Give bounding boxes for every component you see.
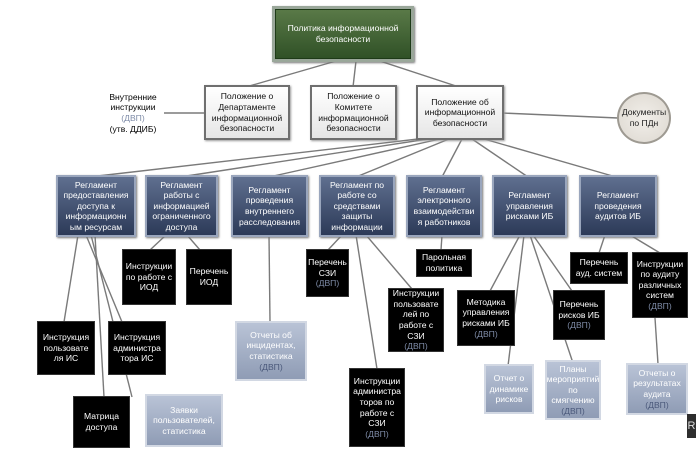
regulation-edo-node: Регламент электронного взаимодействи я р… (406, 175, 482, 237)
side-panel-handle[interactable]: R (687, 414, 696, 438)
doc-iod-instructions-label: Инструкции по работе с ИОД (125, 261, 173, 293)
doc-access-matrix: Матрица доступа (73, 396, 130, 448)
regulation-edo-label: Регламент электронного взаимодействи я р… (413, 184, 475, 227)
report-audit-results: Отчеты о результатах аудита (ДВП) (626, 363, 688, 415)
doc-szi-list: Перечень СЗИ (ДВП) (306, 249, 349, 297)
internal-instructions-label: Внутренние инструкции (ДВП) (утв. ДДИБ) (96, 86, 170, 140)
doc-szi-list-label: Перечень СЗИ (308, 257, 347, 278)
report-user-requests: Заявки пользователей, статистика (145, 394, 223, 447)
doc-is-admin-instruction-label: Инструкция администра тора ИС (113, 332, 161, 364)
doc-audit-instructions-dvp-tag: (ДВП) (648, 300, 672, 311)
doc-szi-user-instructions-dvp-tag: (ДВП) (404, 341, 428, 352)
doc-access-matrix-label: Матрица доступа (83, 411, 120, 432)
doc-szi-admin-instructions-label: Инструкции администра торов по работе с … (353, 375, 401, 429)
doc-audit-systems-list-label: Перечень ауд. систем (575, 257, 623, 278)
report-audit-results-label: Отчеты о результатах аудита (633, 367, 681, 399)
report-risk-dynamics-label: Отчет о динамике рисков (489, 373, 529, 405)
report-mitigation-plans-dvp-tag: (ДВП) (561, 405, 585, 416)
internal-instructions-line3: (утв. ДДИБ) (109, 123, 157, 134)
report-incidents-label: Отчеты об инцидентах, статистика (246, 329, 296, 361)
position-staff-label: Положение об информационной безопасности (424, 96, 496, 128)
report-user-requests-label: Заявки пользователей, статистика (153, 404, 215, 436)
regulation-szi-node: Регламент по работе со средствами защиты… (319, 175, 395, 237)
position-staff-node: Положение об информационной безопасности (416, 85, 504, 140)
doc-szi-user-instructions-label: Инструкции пользовате лей по работе с СЗ… (392, 288, 440, 341)
doc-risk-list: Перечень рисков ИБ (ДВП) (553, 290, 605, 340)
doc-is-admin-instruction: Инструкция администра тора ИС (108, 321, 166, 375)
pdn-documents-label: Документы по ПДн (621, 107, 667, 128)
doc-risk-methodology-dvp-tag: (ДВП) (474, 328, 498, 339)
doc-iod-list-label: Перечень ИОД (189, 266, 229, 287)
position-committee-node: Положение о Комитете информационной безо… (310, 85, 397, 140)
doc-iod-list: Перечень ИОД (186, 249, 232, 305)
position-committee-label: Положение о Комитете информационной безо… (318, 91, 389, 134)
doc-audit-systems-list: Перечень ауд. систем (570, 252, 628, 284)
regulation-risk-label: Регламент управления рисками ИБ (505, 190, 554, 222)
regulation-audit-label: Регламент проведения аудитов ИБ (594, 190, 642, 222)
report-mitigation-plans: Планы мероприятий по смягчению (ДВП) (545, 360, 601, 420)
regulation-szi-label: Регламент по работе со средствами защиты… (329, 179, 385, 232)
report-mitigation-plans-label: Планы мероприятий по смягчению (546, 363, 600, 406)
internal-instructions-dvp-tag: (ДВП) (121, 113, 145, 123)
doc-szi-user-instructions: Инструкции пользовате лей по работе с СЗ… (388, 288, 444, 352)
regulation-risk-node: Регламент управления рисками ИБ (492, 175, 567, 237)
report-incidents: Отчеты об инцидентах, статистика (ДВП) (235, 321, 307, 381)
regulation-audit-node: Регламент проведения аудитов ИБ (579, 175, 657, 237)
regulation-restricted-node: Регламент работы с информацией ограничен… (145, 175, 218, 237)
report-audit-results-dvp-tag: (ДВП) (645, 399, 669, 410)
report-risk-dynamics: Отчет о динамике рисков (484, 364, 534, 414)
doc-risk-list-label: Перечень рисков ИБ (558, 299, 600, 320)
regulation-access-label: Регламент предоставления доступа к инфор… (63, 179, 129, 232)
doc-password-policy: Парольная политика (416, 249, 472, 277)
regulation-access-node: Регламент предоставления доступа к инфор… (56, 175, 136, 237)
doc-risk-methodology-label: Методика управления рисками ИБ (462, 296, 510, 328)
doc-audit-instructions: Инструкции по аудиту различных систем (Д… (632, 252, 688, 318)
policy-root-label: Политика информационной безопасности (287, 23, 399, 44)
regulation-investigation-label: Регламент проведения внутреннего расслед… (239, 184, 300, 227)
doc-iod-instructions: Инструкции по работе с ИОД (122, 249, 176, 305)
position-department-label: Положение о Департаменте информационной … (211, 91, 283, 134)
doc-szi-admin-instructions: Инструкции администра торов по работе с … (349, 368, 405, 447)
doc-password-policy-label: Парольная политика (422, 252, 466, 273)
position-department-node: Положение о Департаменте информационной … (204, 85, 290, 140)
policy-root-node: Политика информационной безопасности (272, 6, 414, 62)
doc-szi-admin-instructions-dvp-tag: (ДВП) (365, 428, 389, 439)
regulation-restricted-label: Регламент работы с информацией ограничен… (152, 179, 211, 232)
doc-is-user-instruction: Инструкция пользовате ля ИС (37, 321, 95, 375)
report-incidents-dvp-tag: (ДВП) (259, 361, 283, 372)
internal-instructions-line2: инструкции (110, 102, 156, 113)
pdn-documents-node: Документы по ПДн (617, 92, 671, 144)
doc-is-user-instruction-label: Инструкция пользовате ля ИС (42, 332, 90, 364)
doc-audit-instructions-label: Инструкции по аудиту различных систем (636, 258, 684, 301)
regulation-investigation-node: Регламент проведения внутреннего расслед… (231, 175, 308, 237)
internal-instructions-line1: Внутренние (109, 91, 157, 102)
doc-risk-methodology: Методика управления рисками ИБ (ДВП) (457, 290, 515, 346)
doc-risk-list-dvp-tag: (ДВП) (567, 320, 591, 331)
doc-szi-list-dvp-tag: (ДВП) (315, 278, 340, 289)
